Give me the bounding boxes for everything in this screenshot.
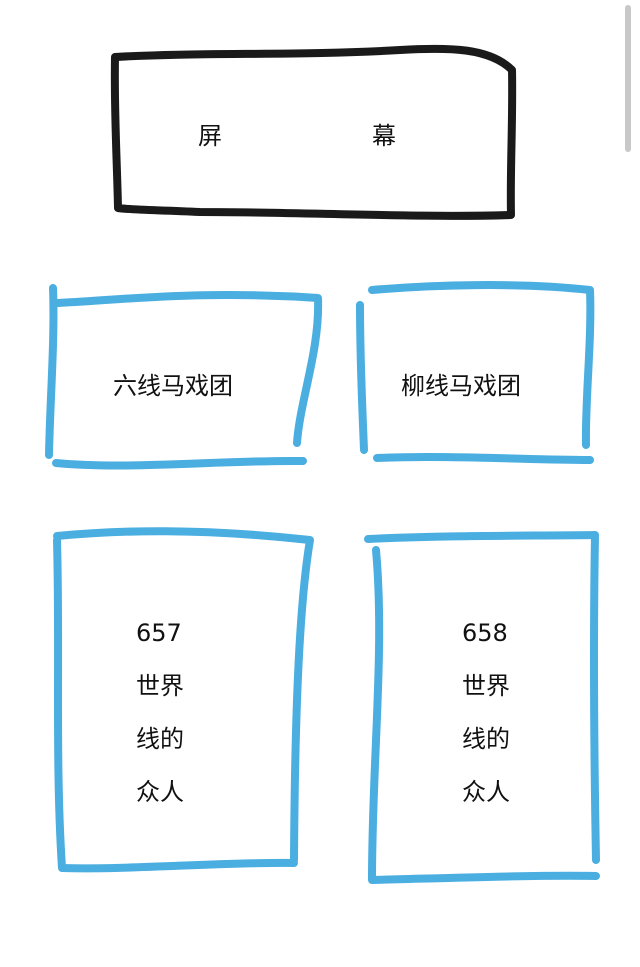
box-label-bottom-right: 658 世界 线的 众人 (462, 607, 510, 819)
box-outline-top-right (356, 281, 595, 464)
label-line: 众人 (462, 778, 510, 806)
label-line: 众人 (136, 778, 184, 806)
screen-outline (110, 44, 517, 220)
label-line: 658 (462, 619, 508, 647)
label-line: 线的 (136, 725, 184, 753)
box-label-bottom-left: 657 世界 线的 众人 (136, 607, 184, 819)
box-outline-top-left (45, 284, 323, 470)
box-outline-bottom-right (364, 531, 600, 884)
box-label-top-right: 柳线马戏团 (401, 372, 521, 400)
screen-label-right: 幕 (372, 122, 396, 150)
label-line: 线的 (462, 725, 510, 753)
screen-label-left: 屏 (198, 122, 222, 150)
box-outline-bottom-left (53, 527, 314, 873)
label-line: 657 (136, 619, 182, 647)
box-label-top-left: 六线马戏团 (113, 372, 233, 400)
label-line: 世界 (462, 672, 510, 700)
scrollbar[interactable] (625, 5, 631, 152)
label-line: 世界 (136, 672, 184, 700)
